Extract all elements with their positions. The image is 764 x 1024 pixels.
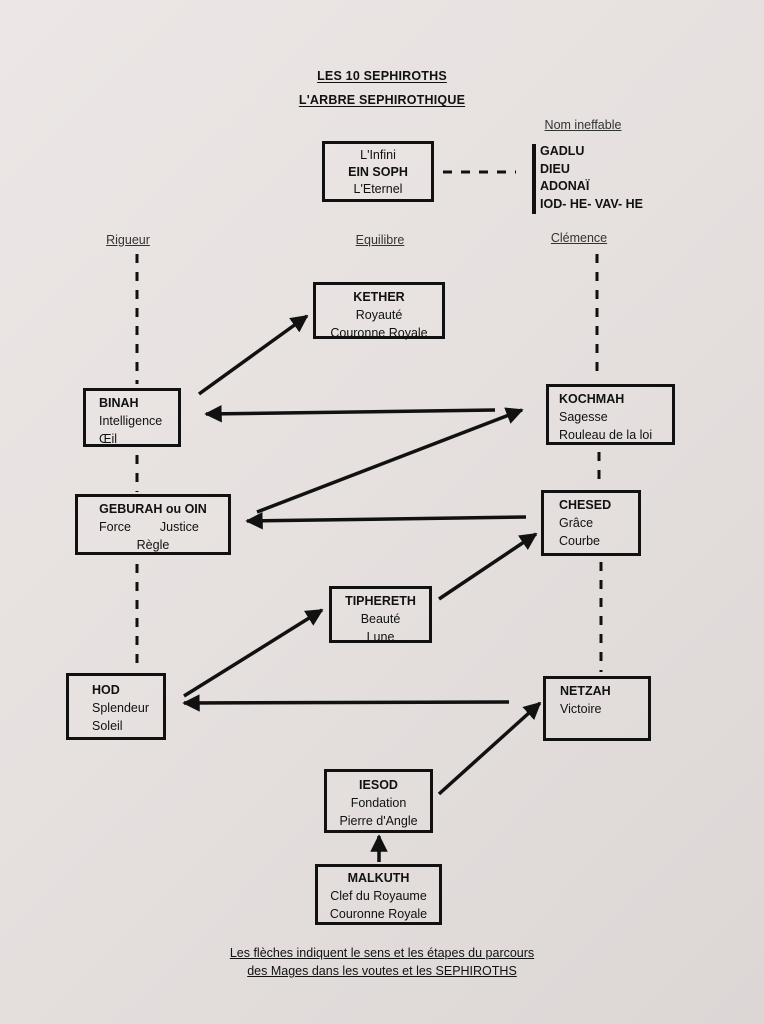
chesed-line-2: Grâce — [559, 516, 594, 530]
kether-line-2: Royauté — [355, 308, 403, 322]
arrow-binah-to-kether — [197, 314, 309, 396]
nom-ineffable-name: GADLU — [540, 144, 585, 158]
chesed-name: CHESED — [559, 498, 612, 512]
malkuth-box: MALKUTH Clef du Royaume Couronne Royale — [315, 864, 442, 925]
iesod-line-2: Fondation — [350, 796, 407, 810]
ein-soph-line-1: L'Infini — [360, 148, 396, 162]
arrow-tiphereth-to-chesed — [438, 532, 538, 601]
title-line-2: L'ARBRE SEPHIROTHIQUE — [298, 93, 466, 107]
geburah-justice: Justice — [159, 520, 199, 534]
footer-line-2: des Mages dans les voutes et les SEPHIRO… — [247, 964, 517, 978]
arrow-netzah-to-hod — [182, 694, 510, 712]
geburah-line-3: Règle — [136, 538, 170, 552]
tiphereth-box: TIPHERETH Beauté Lune — [329, 586, 432, 644]
column-label-rigueur: Rigueur — [106, 233, 150, 247]
hod-line-3: Soleil — [92, 719, 123, 733]
column-label-equilibre: Equilibre — [355, 233, 405, 247]
nom-ineffable-name: IOD- HE- VAV- HE — [540, 196, 644, 211]
kochmah-line-3: Rouleau de la loi — [559, 428, 653, 442]
hod-box: HOD Splendeur Soleil — [66, 673, 166, 740]
geburah-box: GEBURAH ou OIN Force Justice Règle — [75, 494, 231, 555]
ein-soph-name: EIN SOPH — [348, 165, 408, 179]
binah-name: BINAH — [99, 396, 139, 410]
binah-line-3: Œil — [99, 432, 118, 446]
ein-soph-line-3: L'Eternel — [353, 182, 403, 196]
kether-name: KETHER — [353, 290, 405, 304]
netzah-name: NETZAH — [560, 684, 611, 698]
kether-line-3: Couronne Royale — [330, 326, 428, 340]
iesod-box: IESOD Fondation Pierre d'Angle — [324, 769, 433, 833]
title-line-1: LES 10 SEPHIROTHS — [317, 69, 447, 83]
kether-box: KETHER Royauté Couronne Royale — [313, 282, 445, 340]
iesod-line-3: Pierre d'Angle — [339, 814, 418, 828]
arrow-chesed-to-geburah — [245, 512, 527, 530]
malkuth-line-2: Clef du Royaume — [330, 889, 427, 903]
ein-soph-box: L'Infini EIN SOPH L'Eternel — [322, 141, 434, 202]
malkuth-line-3: Couronne Royale — [329, 907, 428, 921]
tiphereth-line-2: Beauté — [360, 612, 401, 626]
chesed-box: CHESED Grâce Courbe — [541, 490, 641, 556]
nom-ineffable-bar — [532, 144, 536, 214]
arrow-geburah-to-kochmah — [256, 407, 524, 514]
kochmah-name: KOCHMAH — [559, 392, 625, 406]
binah-line-2: Intelligence — [99, 414, 163, 428]
iesod-name: IESOD — [359, 778, 398, 792]
geburah-force: Force — [99, 520, 131, 534]
hod-name: HOD — [92, 683, 120, 697]
malkuth-name: MALKUTH — [347, 871, 410, 885]
nom-ineffable-list: GADLU DIEU ADONAÏ IOD- HE- VAV- HE — [540, 143, 643, 213]
tiphereth-name: TIPHERETH — [345, 594, 416, 608]
geburah-line-2: Force Justice — [84, 518, 222, 536]
netzah-line-2: Victoire — [560, 702, 602, 716]
nom-ineffable-name: ADONAÏ — [540, 179, 590, 193]
arrow-iesod-to-netzah — [437, 701, 542, 796]
nom-ineffable-label: Nom ineffable — [544, 118, 622, 132]
kochmah-line-2: Sagesse — [559, 410, 608, 424]
column-label-clemence: Clémence — [550, 231, 608, 245]
arrow-kochmah-to-binah — [204, 405, 496, 423]
chesed-line-3: Courbe — [559, 534, 600, 548]
binah-box: BINAH Intelligence Œil — [83, 388, 181, 447]
geburah-name: GEBURAH ou OIN — [99, 502, 207, 516]
footer-line-1: Les flèches indiquent le sens et les éta… — [229, 946, 535, 960]
hod-line-2: Splendeur — [92, 701, 149, 715]
kochmah-box: KOCHMAH Sagesse Rouleau de la loi — [546, 384, 675, 445]
arrow-hod-to-tiphereth — [183, 608, 324, 698]
nom-ineffable-name: DIEU — [540, 161, 570, 176]
netzah-box: NETZAH Victoire — [543, 676, 651, 741]
tiphereth-line-3: Lune — [366, 630, 395, 644]
